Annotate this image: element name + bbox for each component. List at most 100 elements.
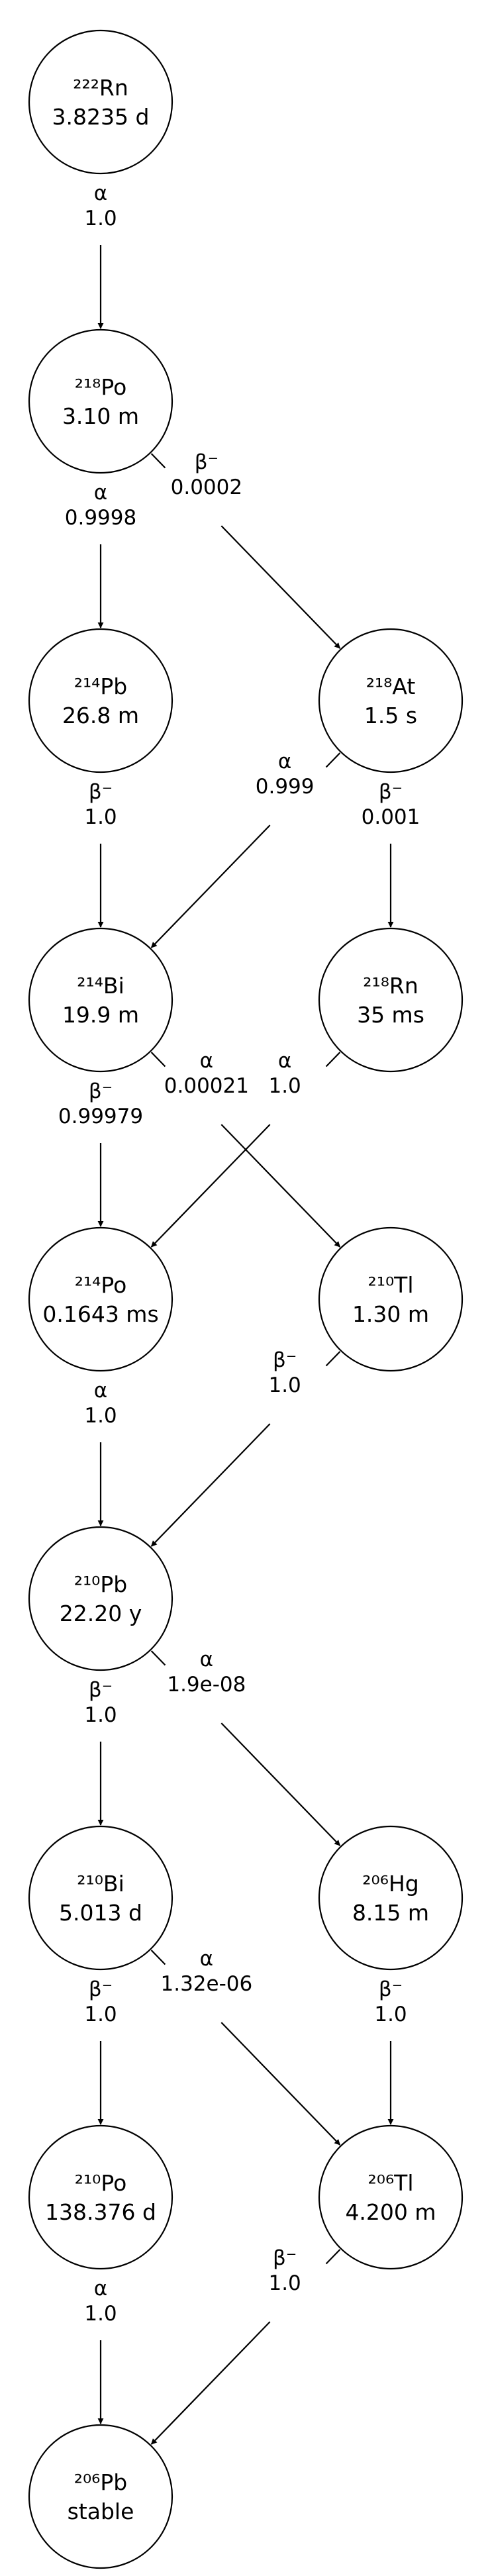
- branching-ratio-label: 1.0: [268, 2271, 301, 2295]
- nuclide-circle: [28, 927, 173, 1073]
- nuclide-symbol: ²¹⁰Po: [75, 2170, 127, 2196]
- decay-edge-bi210-tl206: α1.32e-06: [150, 1947, 341, 2146]
- nuclide-circle: [318, 1825, 464, 1971]
- decay-edge-hg206-tl206: β⁻1.0: [374, 1977, 407, 2125]
- nuclide-node-rn222: ²²²Rn 3.8235 d: [28, 29, 173, 175]
- edge-arrow: [220, 525, 341, 649]
- decay-mode-label: α: [94, 1379, 107, 1403]
- nuclide-half-life: 35 ms: [357, 1002, 424, 1028]
- nuclide-half-life: 3.8235 d: [52, 104, 150, 130]
- decay-mode-label: β⁻: [273, 1348, 297, 1372]
- decay-mode-label: β⁻: [89, 1977, 113, 2001]
- nuclide-symbol: ²¹⁸Po: [75, 374, 127, 400]
- decay-edge-pb210-bi210: β⁻1.0: [84, 1678, 117, 1826]
- decay-edge-bi214-tl210: α0.00021: [150, 1049, 341, 1248]
- nuclide-half-life: 1.5 s: [364, 703, 417, 728]
- nuclide-circle: [28, 2124, 173, 2270]
- nuclide-symbol: ²²²Rn: [73, 75, 128, 101]
- branching-ratio-label: 1.9e-08: [167, 1673, 246, 1697]
- branching-ratio-label: 1.0: [84, 1404, 117, 1428]
- branching-ratio-label: 0.001: [362, 805, 420, 829]
- nuclide-symbol: ²¹⁰Pb: [74, 1571, 128, 1597]
- nuclide-node-rn218: ²¹⁸Rn 35 ms: [318, 927, 464, 1073]
- decay-mode-label: β⁻: [89, 780, 113, 804]
- decay-mode-label: β⁻: [89, 1678, 113, 1702]
- nuclide-circle: [28, 628, 173, 773]
- edge-stub: [325, 752, 341, 768]
- nuclide-symbol: ²⁰⁶Pb: [74, 2469, 128, 2495]
- edge-stub: [325, 1351, 341, 1367]
- decay-mode-label: α: [200, 1947, 213, 1971]
- decay-edge-at218-bi214: α0.999: [150, 750, 341, 948]
- nuclide-half-life: 26.8 m: [62, 703, 139, 728]
- nuclide-symbol: ²⁰⁶Hg: [362, 1871, 418, 1897]
- nuclide-node-pb206: ²⁰⁶Pb stable: [28, 2424, 173, 2569]
- nuclide-half-life: 3.10 m: [62, 403, 139, 429]
- nuclide-half-life: 22.20 y: [60, 1601, 142, 1626]
- nuclide-half-life: 4.200 m: [345, 2199, 436, 2225]
- edge-arrow: [220, 1722, 341, 1846]
- nuclide-half-life: 0.1643 ms: [42, 1301, 158, 1327]
- nuclide-circle: [28, 29, 173, 175]
- nuclide-circle: [28, 1526, 173, 1671]
- decay-edge-po218-at218: β⁻0.0002: [150, 450, 341, 649]
- nuclide-circle: [28, 1226, 173, 1372]
- decay-mode-label: β⁻: [273, 2246, 297, 2270]
- branching-ratio-label: 1.0: [374, 2003, 407, 2026]
- nuclide-symbol: ²¹⁸Rn: [363, 973, 418, 999]
- branching-ratio-label: 0.00021: [164, 1074, 249, 1098]
- nuclide-half-life: 5.013 d: [59, 1900, 142, 1926]
- decay-edge-pb214-bi214: β⁻1.0: [84, 780, 117, 928]
- edge-arrow: [150, 1124, 271, 1248]
- decay-edge-po218-pb214: α0.9998: [65, 481, 136, 628]
- nuclide-circle: [318, 2124, 464, 2270]
- decay-edge-po210-pb206: α1.0: [84, 2277, 117, 2424]
- decay-mode-label: α: [94, 2277, 107, 2301]
- edge-stub: [325, 1052, 341, 1067]
- decay-mode-label: β⁻: [195, 450, 219, 474]
- branching-ratio-label: 0.999: [256, 775, 315, 799]
- nuclide-symbol: ²¹⁰Bi: [77, 1871, 124, 1897]
- branching-ratio-label: 1.0: [84, 207, 117, 230]
- edge-stub: [150, 1950, 166, 1965]
- decay-edge-pb210-hg206: α1.9e-08: [150, 1648, 341, 1846]
- nuclide-circle: [318, 1226, 464, 1372]
- edge-arrow: [220, 2022, 341, 2146]
- edge-arrow: [220, 1124, 341, 1248]
- nuclide-node-pb210: ²¹⁰Pb 22.20 y: [28, 1526, 173, 1671]
- decay-edge-bi214-po214: β⁻0.99979: [58, 1079, 143, 1227]
- decay-mode-label: α: [278, 1049, 291, 1073]
- branching-ratio-label: 1.0: [268, 1373, 301, 1397]
- edge-stub: [150, 453, 166, 469]
- branching-ratio-label: 1.0: [84, 2302, 117, 2326]
- decay-edge-at218-rn218: β⁻0.001: [362, 780, 420, 928]
- decay-mode-label: α: [278, 750, 291, 773]
- decay-edge-tl206-pb206: β⁻1.0: [150, 2246, 341, 2445]
- decay-edge-bi210-po210: β⁻1.0: [84, 1977, 117, 2125]
- decay-mode-label: β⁻: [89, 1079, 113, 1103]
- nuclide-circle: [318, 628, 464, 773]
- decay-edge-tl210-pb210: β⁻1.0: [150, 1348, 341, 1547]
- nuclide-half-life: stable: [68, 2499, 134, 2524]
- edge-stub: [325, 2249, 341, 2265]
- nuclide-half-life: 8.15 m: [352, 1900, 429, 1926]
- edge-stub: [150, 1650, 166, 1666]
- edge-arrow: [150, 1423, 271, 1547]
- decay-edge-rn222-po218: α1.0: [84, 181, 117, 329]
- decay-mode-label: α: [200, 1049, 213, 1073]
- branching-ratio-label: 1.0: [84, 2003, 117, 2026]
- nuclide-node-hg206: ²⁰⁶Hg 8.15 m: [318, 1825, 464, 1971]
- branching-ratio-label: 0.99979: [58, 1105, 143, 1128]
- nuclide-node-po218: ²¹⁸Po 3.10 m: [28, 328, 173, 474]
- branching-ratio-label: 0.0002: [171, 475, 242, 499]
- edge-arrow: [150, 824, 271, 948]
- branching-ratio-label: 0.9998: [65, 506, 136, 530]
